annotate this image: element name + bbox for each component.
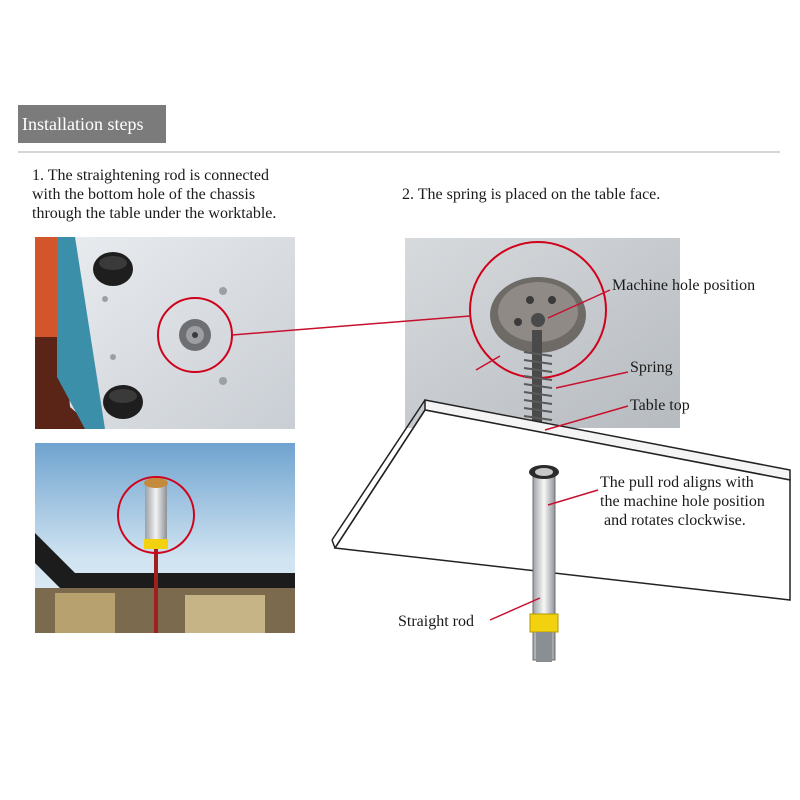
- chassis-photo: [35, 237, 295, 429]
- rod-photo: [35, 443, 295, 633]
- leader-lines: [231, 289, 629, 621]
- callout-pull-rod: The pull rod aligns with the machine hol…: [600, 473, 765, 530]
- callout-machine-hole: Machine hole position: [612, 277, 756, 294]
- step-2-text: 2. The spring is placed on the table fac…: [402, 185, 660, 204]
- callout-pull-rod-line-2: the machine hole position: [600, 493, 765, 510]
- header-divider: [18, 151, 780, 153]
- step-1-line-1: 1. The straightening rod is connected: [32, 167, 269, 184]
- callout-straight-rod: Straight rod: [398, 613, 474, 630]
- step-1-line-3: through the table under the worktable.: [32, 205, 277, 222]
- step-1-line-2: with the bottom hole of the chassis: [32, 186, 256, 203]
- callout-pull-rod-line-1: The pull rod aligns with: [600, 474, 754, 491]
- callout-pull-rod-line-3: and rotates clockwise.: [600, 512, 746, 529]
- step-2-line-1: 2. The spring is placed on the table fac…: [402, 186, 661, 203]
- section-header: Installation steps: [18, 105, 166, 143]
- callout-spring: Spring: [630, 359, 673, 376]
- spring: [523, 351, 553, 421]
- step-1-text: 1. The straightening rod is connected wi…: [32, 166, 276, 223]
- callout-table-top: Table top: [630, 397, 690, 414]
